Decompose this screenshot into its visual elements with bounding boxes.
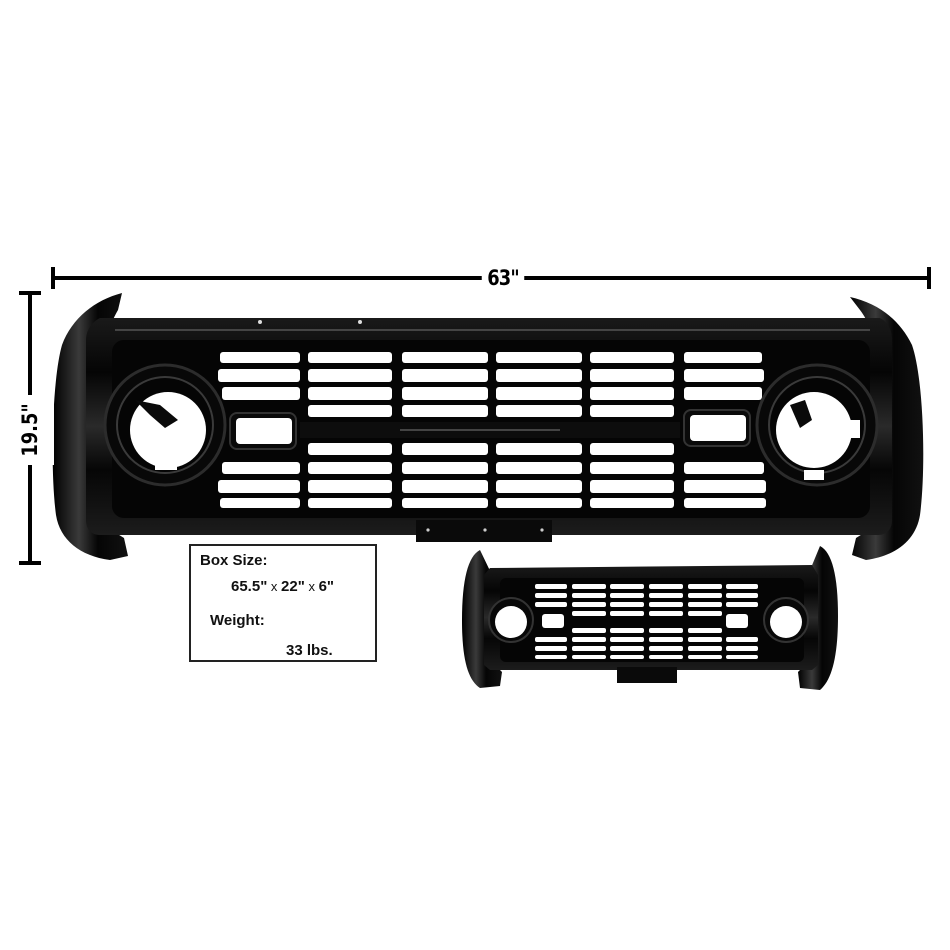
height-dimension-cap-bottom xyxy=(19,561,41,565)
height-dimension-label: 19.5" xyxy=(18,403,42,457)
weight-label: Weight: xyxy=(210,612,265,629)
box-size-value: 65.5" x 22" x 6" xyxy=(231,578,334,595)
small-headlight-openings xyxy=(488,597,809,643)
box-size-depth: 6" xyxy=(318,578,335,595)
grille-openings xyxy=(218,352,766,508)
height-dimension-label-wrap: 19.5" xyxy=(6,395,54,465)
small-grille-openings xyxy=(535,584,758,659)
box-size-separator: x xyxy=(304,579,319,594)
box-size-separator: x xyxy=(267,579,282,594)
width-dimension-cap-right xyxy=(927,267,931,289)
parking-light-openings xyxy=(229,409,751,450)
height-dimension-cap-top xyxy=(19,291,41,295)
headlight-openings xyxy=(103,363,879,487)
shipping-info-box: Box Size: 65.5" x 22" x 6" Weight: 33 lb… xyxy=(189,544,377,662)
box-size-label: Box Size: xyxy=(200,552,268,569)
box-size-width: 22" xyxy=(281,578,305,595)
width-dimension-cap-left xyxy=(51,267,55,289)
weight-value: 33 lbs. xyxy=(286,642,333,659)
width-dimension-label: 63" xyxy=(481,264,525,292)
box-size-length: 65.5" xyxy=(231,578,268,595)
